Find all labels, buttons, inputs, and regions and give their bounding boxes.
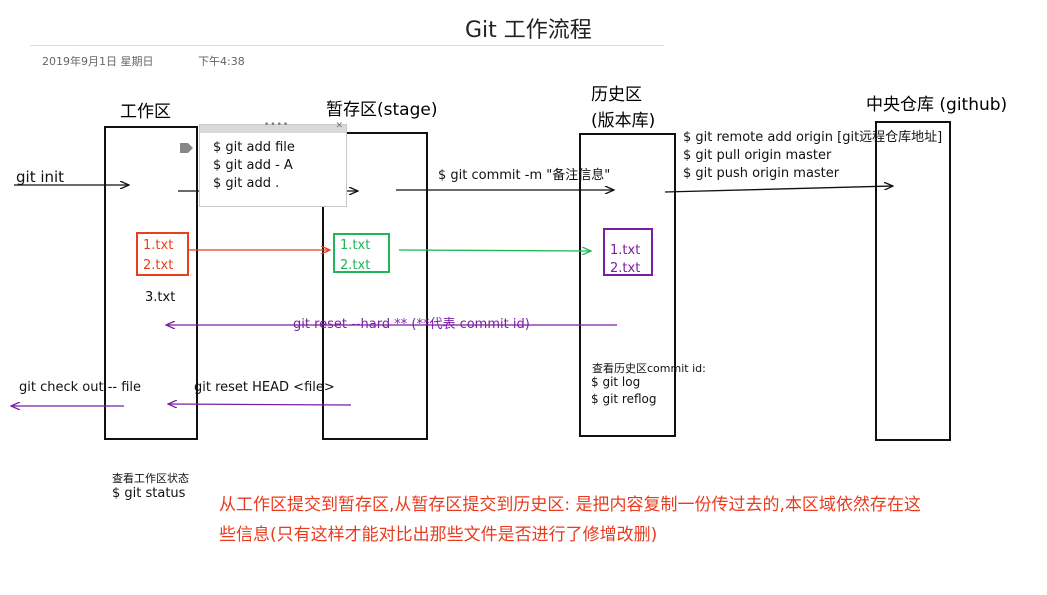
popup-title-bar[interactable]: •••• ✕ xyxy=(200,120,346,133)
stage-files-box: 1.txt 2.txt xyxy=(333,233,390,273)
status-view-label: 查看工作区状态 xyxy=(112,472,189,485)
history-file-2: 2.txt xyxy=(610,261,641,276)
git-pull-cmd: $ git pull origin master xyxy=(683,148,832,163)
work-file-1: 1.txt xyxy=(143,238,174,253)
work-area-box xyxy=(104,126,198,440)
git-init-label: git init xyxy=(16,168,65,186)
git-commit-cmd: $ git commit -m "备注信息" xyxy=(438,168,611,183)
history-view-title: 查看历史区 xyxy=(592,362,647,375)
work-files-box: 1.txt 2.txt xyxy=(136,232,189,276)
git-reset-hard-label: git reset --hard ** (**代表 commit id) xyxy=(293,317,530,332)
git-log-cmd: $ git log xyxy=(591,375,641,389)
history-area-header-line2: (版本库) xyxy=(591,111,656,131)
history-files-box: 1.txt 2.txt xyxy=(603,228,653,276)
stage-area-header: 暂存区(stage) xyxy=(326,100,438,120)
stage-to-history-file-arrow xyxy=(398,250,591,251)
commit-id-label: commit id: xyxy=(647,362,706,375)
close-icon[interactable]: ✕ xyxy=(335,121,343,131)
git-status-cmd: $ git status xyxy=(112,486,186,501)
note-date: 2019年9月1日 星期日 xyxy=(42,55,154,68)
drag-grip-icon[interactable]: •••• xyxy=(264,120,290,130)
stage-area-box xyxy=(322,132,428,440)
explanation-note-line-1: 从工作区提交到暂存区,从暂存区提交到历史区: 是把内容复制一份传过去的,本区域依… xyxy=(219,495,921,515)
git-checkout-label: git check out -- file xyxy=(19,380,142,395)
history-file-1: 1.txt xyxy=(610,243,641,258)
git-push-cmd: $ git push origin master xyxy=(683,166,840,181)
work-file-3: 3.txt xyxy=(145,290,176,305)
git-reflog-cmd: $ git reflog xyxy=(591,392,657,406)
history-area-box xyxy=(579,133,676,437)
reset-head-arrow xyxy=(168,404,352,405)
work-file-2: 2.txt xyxy=(143,258,174,273)
remote-area-header: 中央仓库 (github) xyxy=(866,95,1008,115)
remote-area-box xyxy=(875,121,951,441)
git-remote-add-cmd: $ git remote add origin [git远程仓库地址] xyxy=(683,130,943,145)
work-area-header: 工作区 xyxy=(120,102,171,122)
history-view-label: 查看历史区commit id: xyxy=(592,360,706,376)
stage-file-2: 2.txt xyxy=(340,258,371,273)
history-area-header-line1: 历史区 xyxy=(591,85,642,105)
git-add-file-cmd: $ git add file xyxy=(213,140,295,155)
git-add-dot-cmd: $ git add . xyxy=(213,176,280,191)
git-add-popup: •••• ✕ xyxy=(199,120,347,207)
title-divider xyxy=(30,45,664,46)
git-add-all-cmd: $ git add - A xyxy=(213,158,293,173)
push-arrow xyxy=(664,186,893,193)
explanation-note-line-2: 些信息(只有这样才能对比出那些文件是否进行了修增改删) xyxy=(219,525,658,545)
note-time: 下午4:38 xyxy=(198,55,245,68)
stage-file-1: 1.txt xyxy=(340,238,371,253)
page-title: Git 工作流程 xyxy=(465,18,592,43)
git-reset-head-label: git reset HEAD <file> xyxy=(194,380,335,395)
